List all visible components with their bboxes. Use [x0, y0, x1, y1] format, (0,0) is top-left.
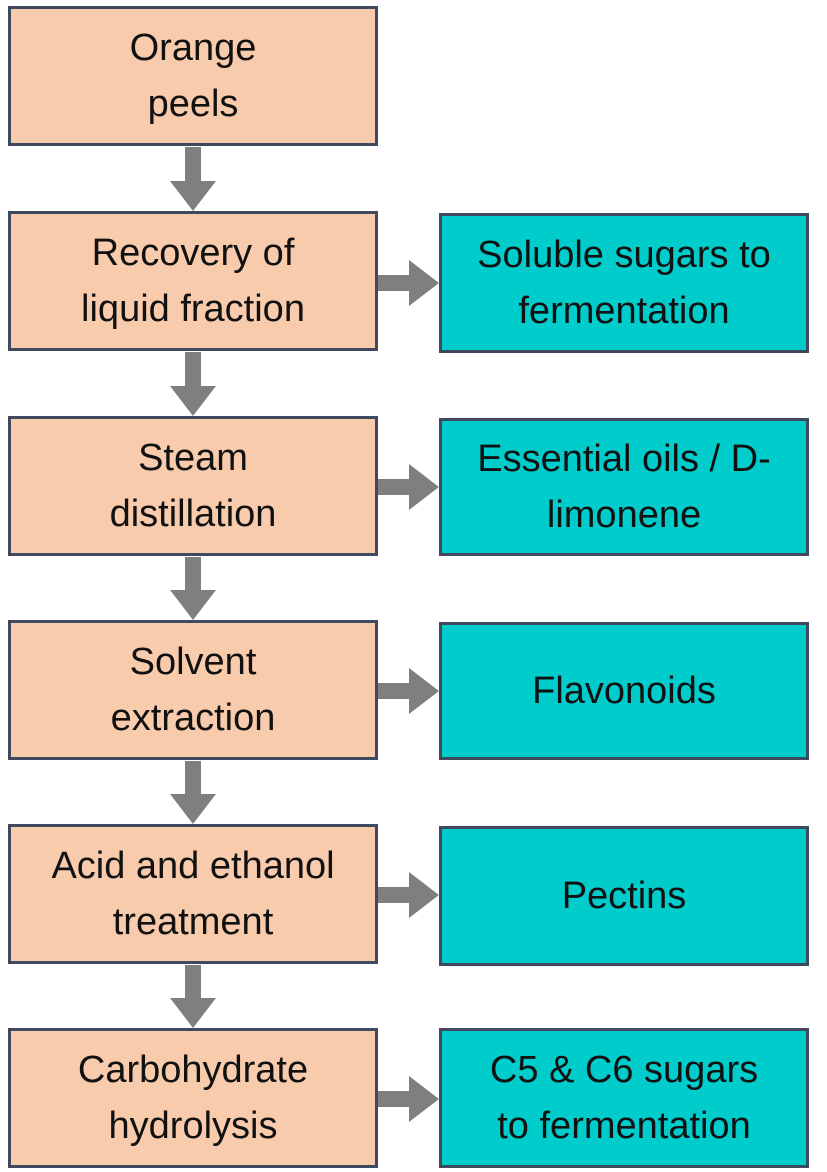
down-arrow-icon — [170, 147, 216, 211]
product-label-line: Flavonoids — [532, 670, 716, 712]
product-c5-c6-sugars: C5 & C6 sugars to fermentation — [439, 1028, 809, 1168]
step-label-line: liquid fraction — [81, 288, 305, 330]
product-soluble-sugars: Soluble sugars to fermentation — [439, 213, 809, 353]
product-label-line: C5 & C6 sugars — [489, 1049, 759, 1091]
down-arrow-icon — [170, 557, 216, 620]
step-label-line: Steam — [138, 437, 248, 479]
step-label-line: hydrolysis — [108, 1105, 278, 1147]
right-arrow-icon — [378, 872, 439, 918]
step-label-line: distillation — [109, 493, 277, 535]
right-arrow-icon — [378, 464, 439, 510]
product-flavonoids: Flavonoids — [439, 622, 809, 760]
down-arrow-icon — [170, 761, 216, 824]
product-label-line: Soluble sugars to — [477, 234, 771, 276]
down-arrow-icon — [170, 352, 216, 416]
step-acid-ethanol-treatment: Acid and ethanol treatment — [8, 824, 378, 964]
step-orange-peels: Orange peels — [8, 6, 378, 146]
step-label-line: Recovery of — [91, 232, 295, 274]
step-label-line: extraction — [110, 697, 276, 739]
step-recovery-liquid-fraction: Recovery of liquid fraction — [8, 211, 378, 351]
product-pectins: Pectins — [439, 826, 809, 966]
product-essential-oils: Essential oils / D- limonene — [439, 418, 809, 556]
product-label-line: to fermentation — [497, 1105, 751, 1147]
step-steam-distillation: Steam distillation — [8, 416, 378, 556]
step-label-line: Acid and ethanol — [51, 845, 335, 887]
product-label-line: Pectins — [561, 875, 687, 917]
right-arrow-icon — [378, 260, 439, 306]
down-arrow-icon — [170, 965, 216, 1028]
step-solvent-extraction: Solvent extraction — [8, 620, 378, 760]
right-arrow-icon — [378, 1076, 439, 1122]
right-arrow-icon — [378, 668, 439, 714]
step-label-line: treatment — [112, 901, 274, 943]
product-label-line: fermentation — [518, 290, 730, 332]
product-label-line: Essential oils / D- — [477, 438, 771, 480]
step-label-line: Solvent — [129, 641, 257, 683]
step-label-line: Carbohydrate — [77, 1049, 309, 1091]
product-label-line: limonene — [546, 494, 702, 536]
step-label-line: Orange — [129, 27, 257, 69]
step-label-line: peels — [147, 83, 239, 125]
step-carbohydrate-hydrolysis: Carbohydrate hydrolysis — [8, 1028, 378, 1168]
